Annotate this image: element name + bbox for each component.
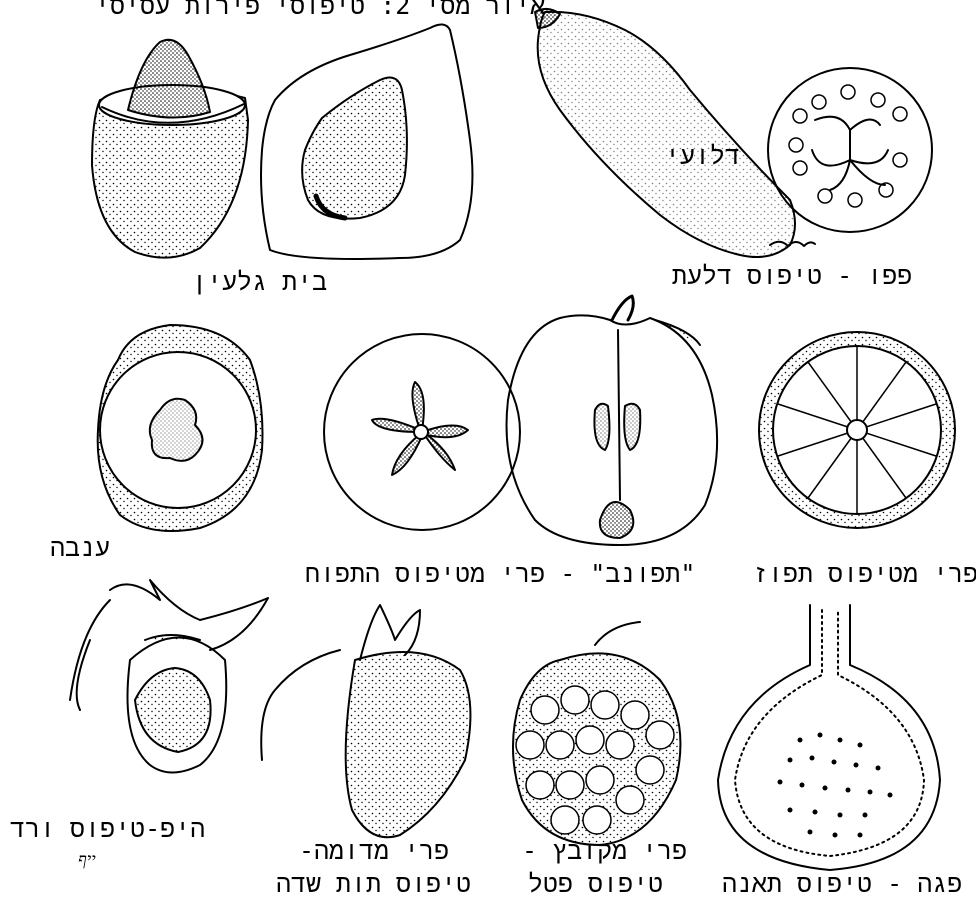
grape-cross-section-drawing <box>98 325 263 531</box>
figure-title: איור מסי 2: טיפוסי פירות עסיסי <box>95 0 545 20</box>
label-strawberry-line1: פרי מדומה- <box>299 837 449 865</box>
apple-cross-section-drawing <box>324 334 520 530</box>
fig-longitudinal-section-drawing <box>718 605 940 870</box>
papaya-cross-section-drawing <box>768 68 932 232</box>
raspberry-drawing <box>513 622 680 845</box>
label-rosehip: היפ-טיפוס ורד <box>10 815 205 843</box>
label-papaya: פפו - טיפוס דלעת <box>672 262 912 290</box>
label-strawberry-line2: טיפוס תות שדה <box>276 870 471 898</box>
label-citrus: פרי מטיפוס תפוז <box>753 560 976 588</box>
label-apple: "תפונב" - פרי מטיפוס התפוח <box>305 560 695 588</box>
citrus-cross-section-drawing <box>759 332 955 528</box>
rosehip-drawing <box>70 580 268 773</box>
label-fig: פגה - טיפוס תאנה <box>722 870 962 898</box>
label-raspberry-line1: פרי מקובץ - <box>522 837 687 865</box>
drupe-cross-section-drawing <box>92 40 248 258</box>
cucumber-drawing <box>535 9 815 257</box>
label-cucumber: דלועי <box>665 142 740 170</box>
label-drupe: בית גלעין <box>192 268 327 296</box>
label-rosehip-note: ייף <box>78 846 96 874</box>
label-raspberry-line2: טיפוס פטל <box>528 870 663 898</box>
mango-longitudinal-section-drawing <box>261 24 472 259</box>
apple-longitudinal-section-drawing <box>507 296 718 545</box>
strawberry-drawing <box>261 605 470 837</box>
label-grape: ענבה <box>50 534 110 562</box>
